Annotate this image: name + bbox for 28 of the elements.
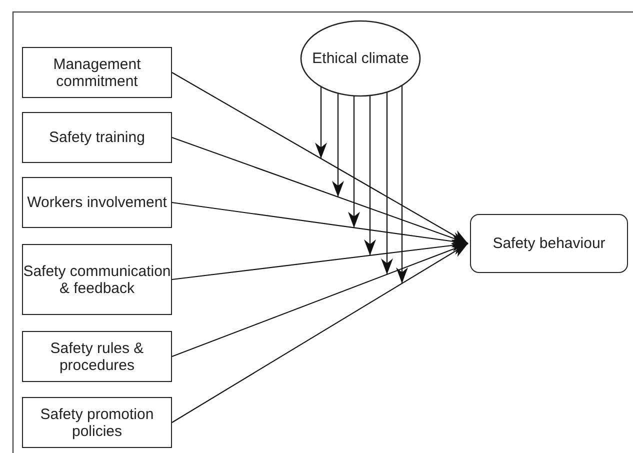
factor-box <box>22 177 172 228</box>
arrow <box>172 239 468 280</box>
moderator-arrow <box>364 96 376 256</box>
moderator-arrow <box>315 86 327 159</box>
factor-box <box>22 112 172 163</box>
node-label: Safety promotion policies <box>39 406 155 440</box>
node-label: Safety behaviour <box>492 235 606 252</box>
node-label: Safety communication & feedback <box>23 262 171 296</box>
node-label: Workers involvement <box>27 194 167 211</box>
arrow <box>172 243 468 423</box>
outcome-box <box>470 214 628 273</box>
node-label: Safety rules & procedures <box>49 340 145 374</box>
arrow <box>172 202 468 248</box>
node-label: Ethical climate <box>312 50 409 67</box>
node-label: Management commitment <box>52 56 142 90</box>
factor-box <box>22 47 172 98</box>
factor-box <box>22 244 172 315</box>
arrow <box>172 242 468 358</box>
factor-box <box>22 331 172 382</box>
factor-box <box>22 397 172 448</box>
arrow <box>172 136 468 244</box>
arrow <box>172 72 468 244</box>
moderator-arrow <box>348 96 360 228</box>
node-label: Safety training <box>49 129 145 146</box>
ellipse-node <box>300 20 421 97</box>
moderator-arrow <box>381 92 393 274</box>
moderator-arrow <box>396 86 408 284</box>
moderator-arrow <box>332 93 344 197</box>
